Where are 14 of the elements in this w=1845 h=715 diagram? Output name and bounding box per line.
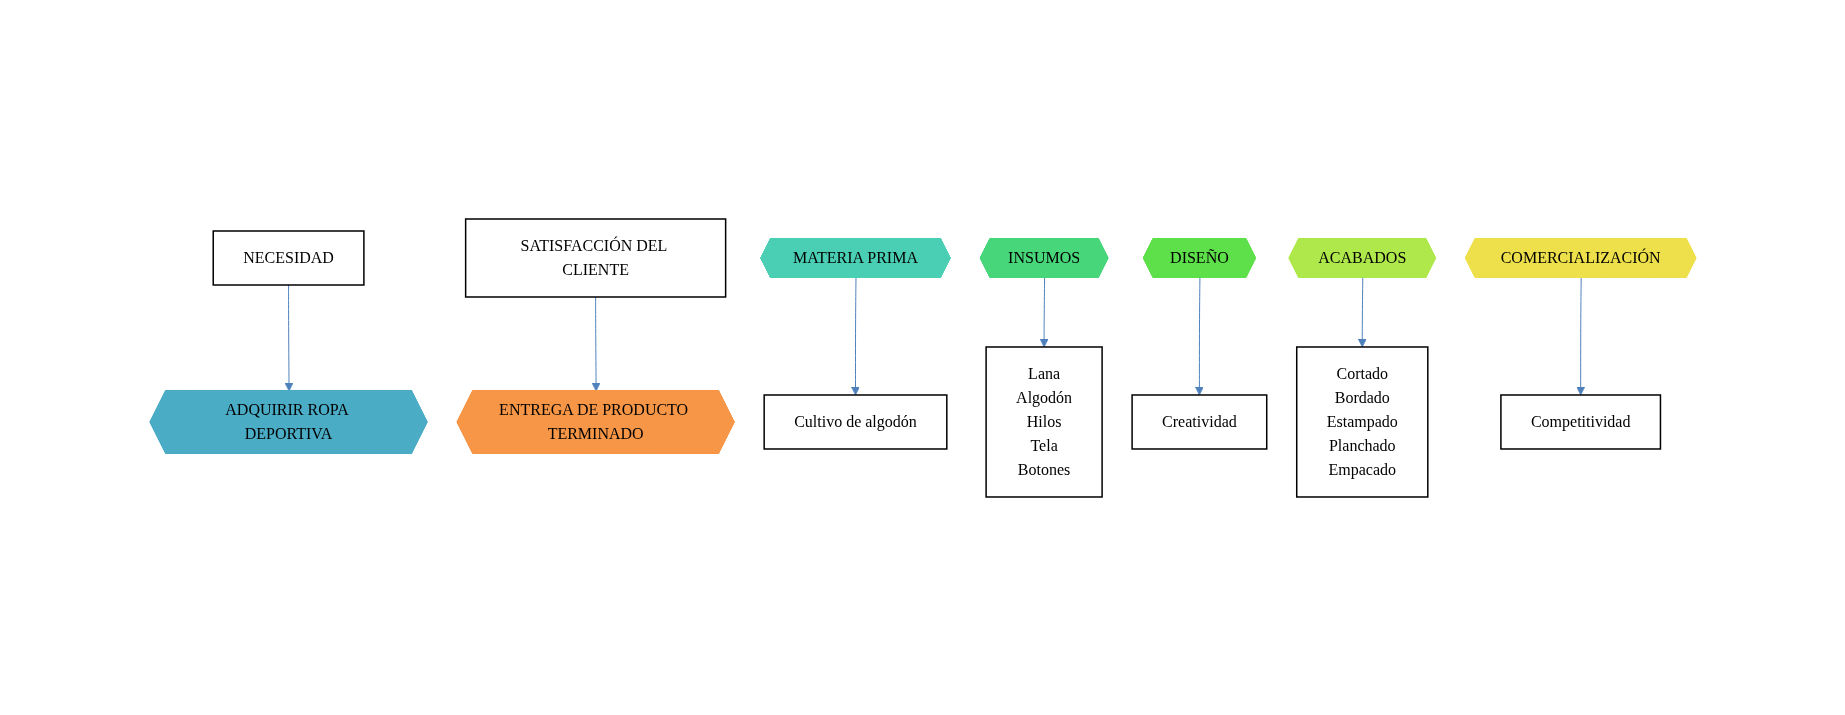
arrow (1039, 277, 1049, 347)
arrow (1357, 277, 1367, 347)
node-box: NECESIDAD (212, 229, 365, 286)
arrow (850, 277, 860, 395)
node-box: Lana Algodón Hilos Tela Botones (984, 345, 1103, 498)
node-box: Competitividad (1499, 393, 1661, 450)
arrow (591, 296, 600, 391)
node-box: Creatividad (1130, 393, 1267, 450)
arrow (1194, 277, 1204, 395)
node-box: SATISFACCIÓN DEL CLIENTE (464, 217, 726, 298)
arrow (1575, 277, 1585, 395)
arrow (284, 284, 293, 391)
node-box: Cultivo de algodón (762, 393, 948, 450)
node-box: Cortado Bordado Estampado Planchado Empacado (1295, 345, 1429, 498)
